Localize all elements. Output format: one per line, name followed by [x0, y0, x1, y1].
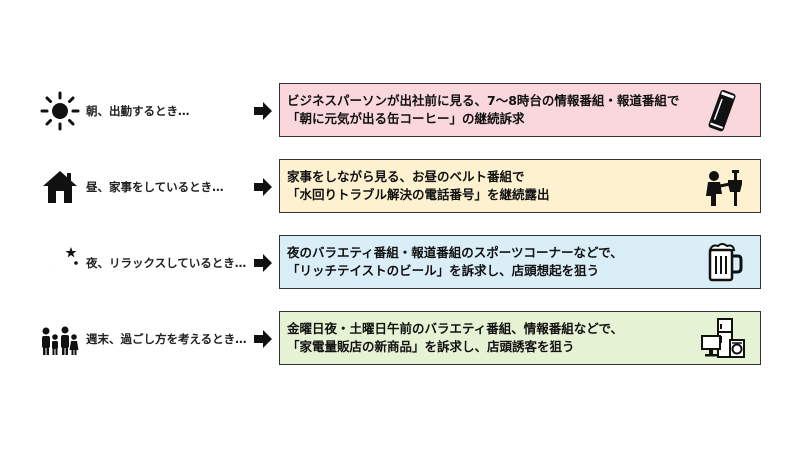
message-line-2: 「水回りトラブル解決の電話番号」を継続露出 [287, 187, 550, 202]
sun-icon [40, 91, 80, 131]
family-icon [42, 326, 79, 355]
plumber-icon [706, 170, 742, 206]
house-icon [43, 171, 77, 203]
message-line-2: 「リッチテイストのビール」を訴求し、店頭想起を狙う [287, 263, 600, 278]
beer-mug-icon [708, 243, 743, 282]
message-line-1: 金曜日夜・土曜日午前のバラエティ番組、情報番組などで、 [287, 321, 624, 336]
row-morning: 朝、出勤するとき… ビジネスパーソンが出社前に見る、7〜8時台の情報番組・報道番… [0, 83, 800, 139]
arrow-right-icon [254, 102, 272, 120]
appliances-icon [701, 318, 745, 358]
message-text: 夜のバラエティ番組・報道番組のスポーツコーナーなどで、 「リッチテイストのビール… [287, 244, 623, 280]
arrow-right-icon [254, 178, 272, 196]
row-weekend: 週末、過ごし方を考えるとき… 金曜日夜・土曜日午前のバラエティ番組、情報番組など… [0, 311, 800, 367]
row-daytime: 昼、家事をしているとき… 家事をしながら見る、お昼のベルト番組で 「水回りトラブ… [0, 159, 800, 215]
situation-label: 夜、リラックスしているとき… [86, 256, 247, 270]
message-line-2: 「家電量販店の新商品」を訴求し、店頭誘客を狙う [287, 339, 575, 354]
row-night: 夜、リラックスしているとき… 夜のバラエティ番組・報道番組のスポーツコーナーなど… [0, 235, 800, 291]
message-box: ビジネスパーソンが出社前に見る、7〜8時台の情報番組・報道番組で 「朝に元気が出… [279, 83, 761, 137]
message-text: ビジネスパーソンが出社前に見る、7〜8時台の情報番組・報道番組で 「朝に元気が出… [287, 92, 679, 128]
message-line-1: 夜のバラエティ番組・報道番組のスポーツコーナーなどで、 [287, 245, 623, 260]
arrow-right-icon [254, 254, 272, 272]
situation-label: 昼、家事をしているとき… [86, 180, 224, 194]
message-box: 家事をしながら見る、お昼のベルト番組で 「水回りトラブル解決の電話番号」を継続露… [279, 159, 761, 213]
message-line-1: 家事をしながら見る、お昼のベルト番組で [287, 169, 525, 184]
message-line-2: 「朝に元気が出る缶コーヒー」の継続訴求 [287, 111, 525, 126]
message-text: 家事をしながら見る、お昼のベルト番組で 「水回りトラブル解決の電話番号」を継続露… [287, 168, 550, 204]
message-box: 金曜日夜・土曜日午前のバラエティ番組、情報番組などで、 「家電量販店の新商品」を… [279, 311, 761, 365]
situation-label: 週末、過ごし方を考えるとき… [86, 332, 247, 346]
coffee-can-icon [708, 89, 736, 132]
message-box: 夜のバラエティ番組・報道番組のスポーツコーナーなどで、 「リッチテイストのビール… [279, 235, 761, 289]
message-line-1: ビジネスパーソンが出社前に見る、7〜8時台の情報番組・報道番組で [287, 93, 680, 108]
message-text: 金曜日夜・土曜日午前のバラエティ番組、情報番組などで、 「家電量販店の新商品」を… [287, 320, 623, 356]
situation-label: 朝、出勤するとき… [86, 104, 190, 118]
arrow-right-icon [254, 330, 272, 348]
moon-stars-icon [49, 247, 78, 276]
